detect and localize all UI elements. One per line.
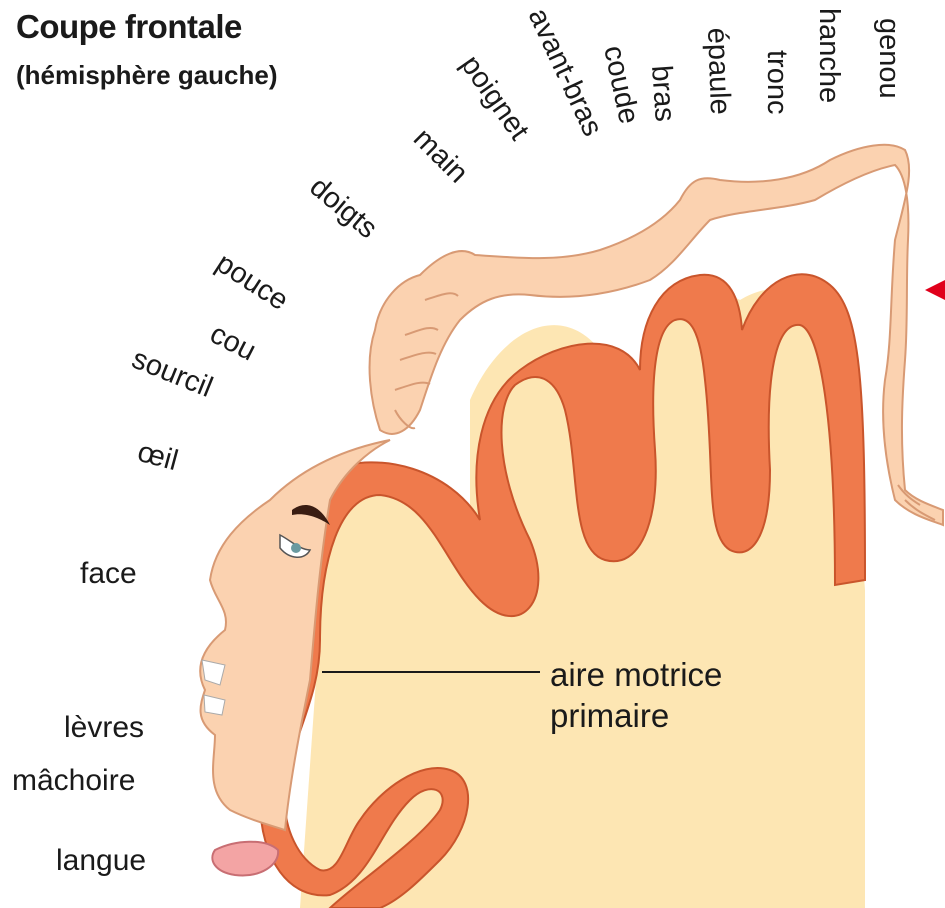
callout-label-line1: aire motrice <box>550 656 722 693</box>
label-langue: langue <box>56 844 146 877</box>
label-tronc: tronc <box>761 50 793 114</box>
label-genou: genou <box>873 18 905 99</box>
label-hanche: hanche <box>813 8 845 103</box>
label-sourcil: sourcil <box>127 343 217 404</box>
label-levres: lèvres <box>64 711 144 744</box>
label-oeil: œil <box>134 436 181 477</box>
eye-iris <box>291 543 301 553</box>
label-bras: bras <box>645 64 681 123</box>
label-poignet: poignet <box>454 50 535 146</box>
label-pouce: pouce <box>210 247 294 317</box>
tongue-shape <box>212 842 278 876</box>
label-epaule: épaule <box>701 27 736 115</box>
label-main: main <box>407 122 474 189</box>
indicator-arrow <box>925 280 945 300</box>
label-face: face <box>80 557 137 590</box>
label-coude: coude <box>597 43 645 127</box>
label-avant-bras: avant-bras <box>522 3 609 141</box>
callout-label-line2: primaire <box>550 697 669 734</box>
label-cou: cou <box>205 318 261 368</box>
label-doigts: doigts <box>304 171 384 245</box>
label-machoire: mâchoire <box>12 764 135 797</box>
